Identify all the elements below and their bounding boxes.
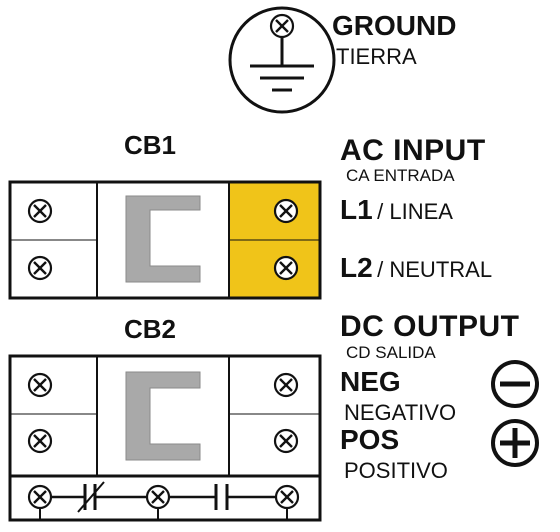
ac-input-subtitle: CA ENTRADA [346, 166, 455, 185]
cb1-breaker-icon [125, 195, 201, 283]
cb1-terminal-left-top [27, 198, 53, 224]
ground-symbol-icon [228, 6, 336, 114]
cb2-terminal-left-top [27, 372, 53, 398]
cb1-terminal-l1 [273, 198, 299, 224]
pos-label: POSITIVO [344, 458, 448, 483]
dc-output-subtitle: CD SALIDA [346, 343, 436, 362]
capacitor-strip [27, 481, 300, 520]
ac-line-2-label: / NEUTRAL [377, 257, 493, 282]
ac-line-1-code: L1 [340, 194, 373, 225]
ground-subtitle: TIERRA [336, 44, 417, 69]
cb2-terminal-right-bottom [273, 428, 299, 454]
minus-circle-icon [491, 360, 539, 408]
ac-line-1-label: / LINEA [377, 199, 453, 224]
neg-code: NEG [340, 366, 401, 397]
cb1-terminal-l2 [273, 255, 299, 281]
ac-line-1: L1 / LINEA [340, 194, 453, 226]
ac-input-title: AC INPUT [340, 134, 486, 167]
cb1-panel [8, 180, 322, 300]
cb1-title: CB1 [124, 130, 177, 160]
cb2-title: CB2 [124, 314, 177, 344]
cb1-terminal-left-bottom [27, 255, 53, 281]
cb2-breaker-icon [125, 371, 201, 461]
dc-output-title: DC OUTPUT [340, 310, 520, 343]
pos-code: POS [340, 424, 400, 455]
cb2-panel [8, 354, 322, 522]
ac-line-2-code: L2 [340, 252, 373, 283]
plus-circle-icon [491, 419, 539, 467]
cb2-terminal-right-top [273, 372, 299, 398]
cb2-terminal-left-bottom [27, 428, 53, 454]
ac-line-2: L2 / NEUTRAL [340, 252, 492, 284]
neg-label: NEGATIVO [344, 400, 457, 425]
ground-title: GROUND [332, 10, 457, 41]
